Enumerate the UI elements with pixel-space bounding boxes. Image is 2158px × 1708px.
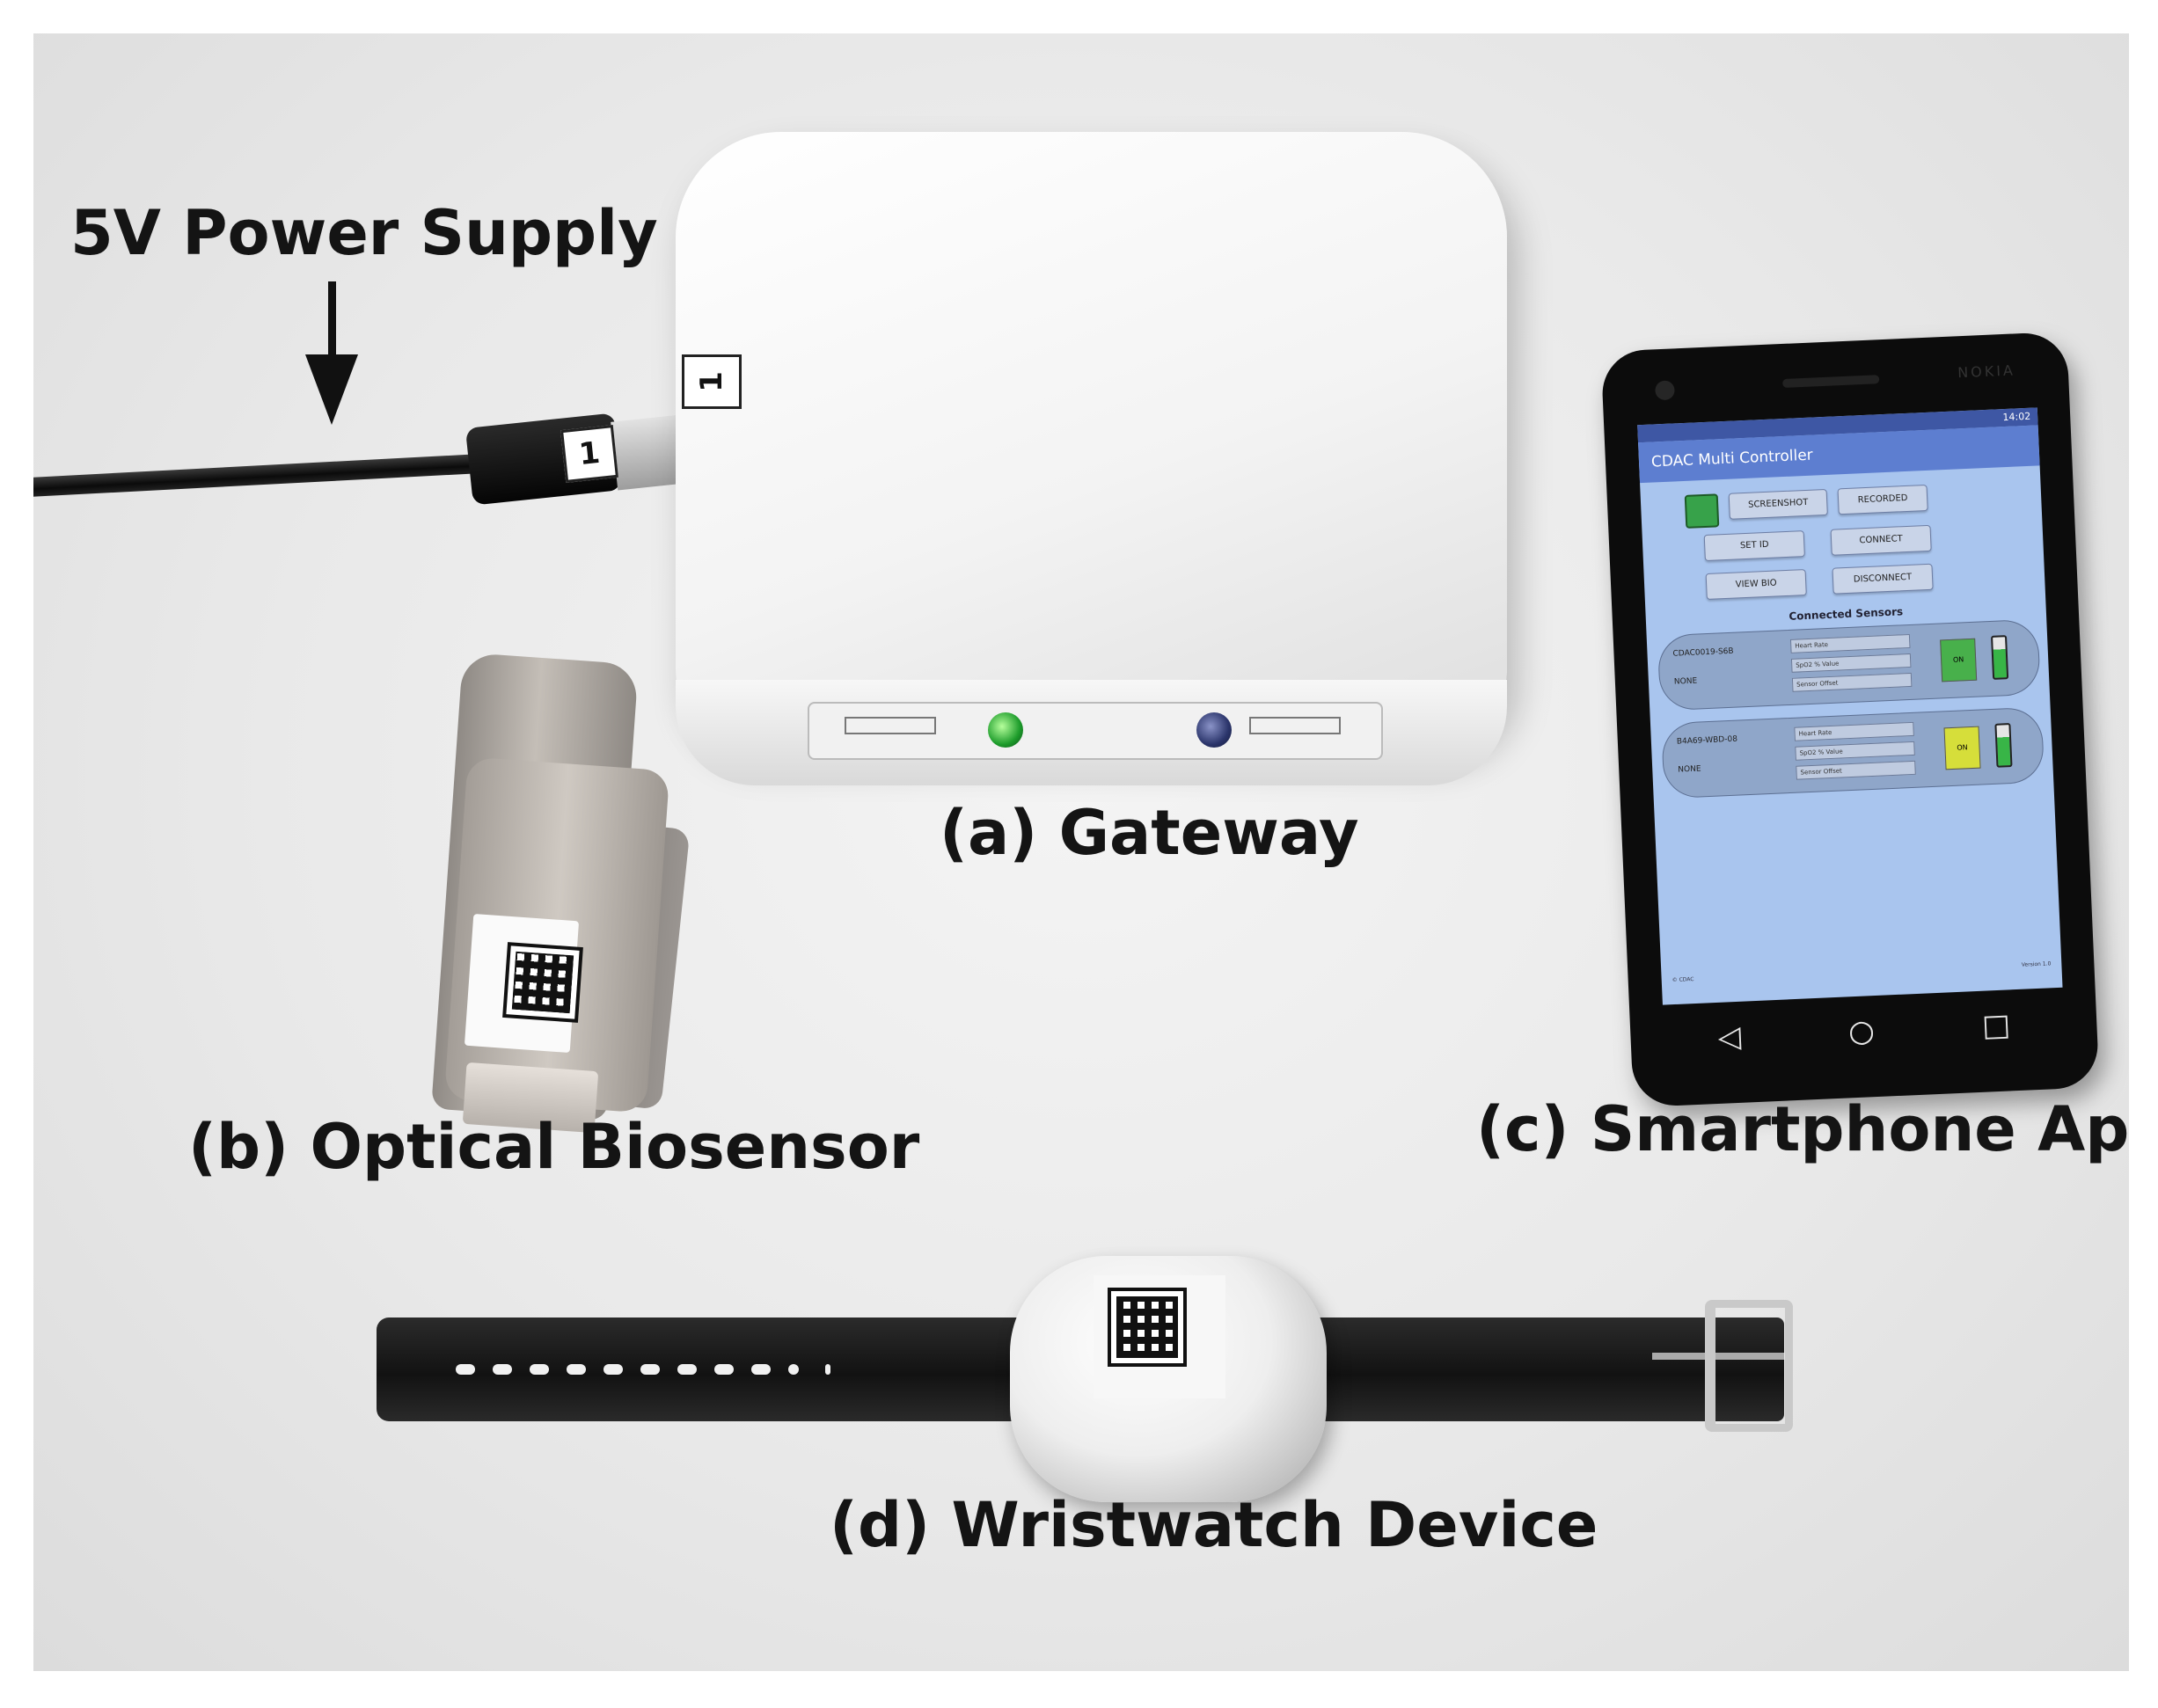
gateway-power-led	[988, 712, 1023, 748]
qr-code-icon	[1108, 1288, 1187, 1367]
button-row-1: SCREENSHOT RECORDED	[1684, 484, 1928, 529]
sensor-mode: NONE	[1678, 764, 1701, 775]
sensor-offset-field: Sensor Offset	[1791, 672, 1913, 692]
sensor-heart-rate-field: Heart Rate	[1794, 721, 1914, 741]
power-supply-label: 5V Power Supply	[70, 197, 658, 269]
gateway-power-label-plate	[845, 717, 936, 734]
gateway-connected-led	[1196, 712, 1232, 748]
gateway-connected-label-plate	[1249, 717, 1341, 734]
qr-code-icon	[502, 942, 583, 1023]
photo-scene: 5V Power Supply 1 1 (a) Gateway (b) Opti…	[33, 33, 2129, 1671]
strap-hole	[456, 1364, 475, 1375]
view-bio-button[interactable]: VIEW BIO	[1705, 569, 1807, 600]
buckle-prong	[1652, 1353, 1784, 1360]
sensor-name: B4A69-WBD-08	[1676, 734, 1738, 747]
nav-recent-icon[interactable]: □	[1981, 1007, 2012, 1044]
arrow-down-icon	[328, 281, 336, 361]
sensor-heart-rate-field: Heart Rate	[1789, 633, 1911, 653]
strap-hole	[640, 1364, 660, 1375]
sensor-name: CDAC0019-S6B	[1672, 646, 1734, 659]
biosensor-label: (b) Optical Biosensor	[188, 1111, 920, 1183]
strap-hole	[751, 1364, 771, 1375]
connect-button[interactable]: CONNECT	[1830, 524, 1932, 556]
smartphone: NOKIA 14:02 CDAC Multi Controller SCREEN…	[1600, 331, 2100, 1108]
button-row-3: VIEW BIO DISCONNECT	[1705, 563, 1934, 600]
sensor-state-badge: ON	[1943, 726, 1981, 770]
wristwatch-label: (d) Wristwatch Device	[830, 1489, 1598, 1561]
strap-hole	[714, 1364, 734, 1375]
strap-hole	[530, 1364, 549, 1375]
sensor-card[interactable]: CDAC0019-S6B NONE Heart Rate SpO2 % Valu…	[1657, 618, 2041, 712]
gateway-indicator-panel	[808, 702, 1383, 760]
strap-hole	[604, 1364, 623, 1375]
recorded-button[interactable]: RECORDED	[1837, 484, 1928, 515]
sensor-offset-field: Sensor Offset	[1796, 760, 1916, 780]
sensor-spo2-field: SpO2 % Value	[1795, 741, 1915, 761]
sensor-card[interactable]: B4A69-WBD-08 NONE Heart Rate SpO2 % Valu…	[1660, 706, 2045, 799]
arrow-down-icon-head	[305, 354, 358, 425]
android-nav-bar: ◁ ○ □	[1663, 992, 2066, 1071]
phone-brand: NOKIA	[1957, 361, 2016, 382]
power-cable	[33, 454, 483, 498]
strap-hole	[567, 1364, 586, 1375]
battery-icon	[1994, 723, 2013, 768]
smartphone-label: (c) Smartphone App	[1476, 1093, 2129, 1165]
button-row-2: SET ID CONNECT	[1703, 524, 1932, 562]
sensor-spo2-field: SpO2 % Value	[1790, 653, 1912, 673]
screenshot-button[interactable]: SCREENSHOT	[1728, 488, 1828, 520]
gateway-port-tag: 1	[682, 354, 742, 409]
watch-buckle	[1705, 1300, 1793, 1432]
strap-hole	[825, 1364, 830, 1375]
gateway-label: (a) Gateway	[940, 797, 1359, 869]
disconnect-button[interactable]: DISCONNECT	[1832, 563, 1934, 595]
phone-screen: 14:02 CDAC Multi Controller SCREENSHOT R…	[1637, 407, 2063, 1005]
speaker-grille	[1782, 375, 1880, 388]
nav-home-icon[interactable]: ○	[1847, 1013, 1876, 1050]
footer-copyright: © CDAC	[1672, 976, 1694, 984]
gateway-box	[676, 132, 1507, 748]
start-button[interactable]	[1684, 493, 1720, 529]
sensor-state-badge: ON	[1940, 638, 1978, 682]
set-id-button[interactable]: SET ID	[1703, 530, 1805, 562]
strap-hole	[788, 1364, 799, 1375]
plug-number-tag: 1	[560, 425, 618, 483]
camera-icon	[1655, 380, 1675, 401]
footer-version: Version 1.0	[2021, 960, 2052, 968]
strap-hole	[677, 1364, 697, 1375]
strap-hole	[493, 1364, 512, 1375]
nav-back-icon[interactable]: ◁	[1716, 1018, 1742, 1055]
sensor-mode: NONE	[1673, 676, 1698, 687]
battery-icon	[1991, 635, 2009, 680]
